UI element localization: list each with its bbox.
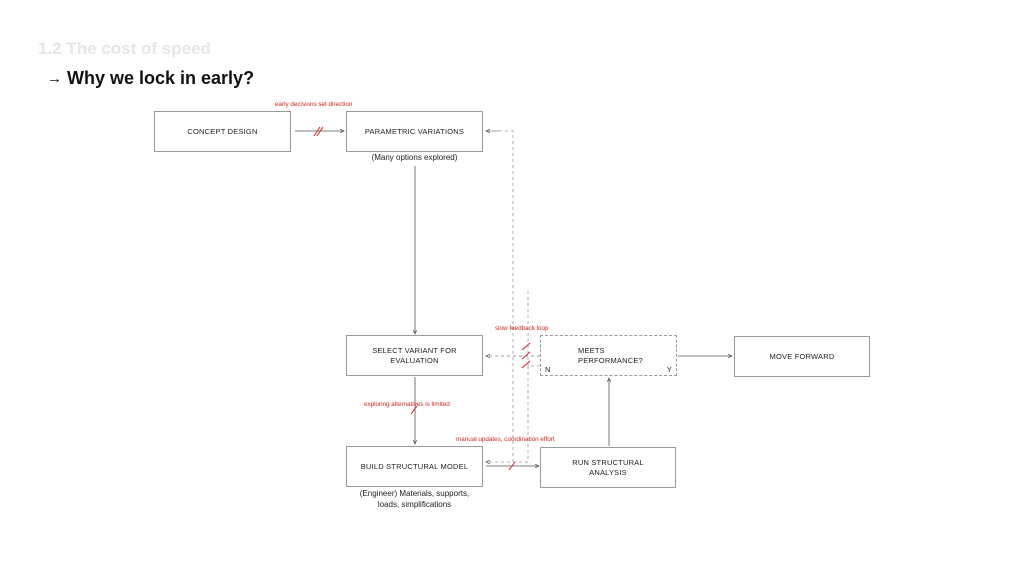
annotation-exploring-limited: exploring alternatives is limited xyxy=(364,401,450,408)
friction-mark xyxy=(316,126,324,137)
heading-text: Why we lock in early? xyxy=(67,68,255,88)
slide-heading: → Why we lock in early? xyxy=(47,68,254,89)
node-label: MEETS PERFORMANCE? xyxy=(578,346,643,365)
caption-build-model: (Engineer) Materials, supports, loads, s… xyxy=(359,489,470,509)
node-select-variant: SELECT VARIANT FOR EVALUATION xyxy=(346,335,483,376)
node-label: BUILD STRUCTURAL MODEL xyxy=(360,461,469,471)
friction-mark xyxy=(521,351,531,360)
node-move-forward: MOVE FORWARD xyxy=(734,336,870,377)
node-concept-design: CONCEPT DESIGN xyxy=(154,111,291,152)
decision-no-label: N xyxy=(545,365,551,374)
node-parametric-variations: PARAMETRIC VARIATIONS xyxy=(346,111,483,152)
node-label: RUN STRUCTURAL ANALYSIS xyxy=(572,457,644,477)
node-run-structural-analysis: RUN STRUCTURAL ANALYSIS xyxy=(540,447,676,488)
edge-feedback-loop xyxy=(486,130,540,462)
edge-feedback-to-build xyxy=(486,366,529,462)
annotation-slow-feedback: slow feedback loop xyxy=(495,325,549,332)
node-label: CONCEPT DESIGN xyxy=(187,126,258,136)
section-title: 1.2 The cost of speed xyxy=(38,39,211,58)
friction-mark xyxy=(521,360,531,369)
node-meets-performance: MEETS PERFORMANCE? N Y xyxy=(540,335,677,376)
caption-parametric: (Many options explored) xyxy=(371,153,458,162)
friction-mark xyxy=(521,342,531,351)
node-build-structural-model: BUILD STRUCTURAL MODEL xyxy=(346,446,483,487)
node-label: SELECT VARIANT FOR EVALUATION xyxy=(372,345,457,365)
decision-yes-label: Y xyxy=(666,365,672,374)
arrow-right-icon: → xyxy=(47,70,62,87)
annotation-manual-updates: manual updates, coordination effort xyxy=(456,436,555,443)
friction-mark xyxy=(313,126,321,137)
node-label: PARAMETRIC VARIATIONS xyxy=(364,126,465,136)
annotation-early-decisions: early decisions set direction xyxy=(275,101,353,108)
node-label: MOVE FORWARD xyxy=(769,351,835,361)
friction-mark xyxy=(410,405,418,415)
friction-mark xyxy=(508,461,516,471)
